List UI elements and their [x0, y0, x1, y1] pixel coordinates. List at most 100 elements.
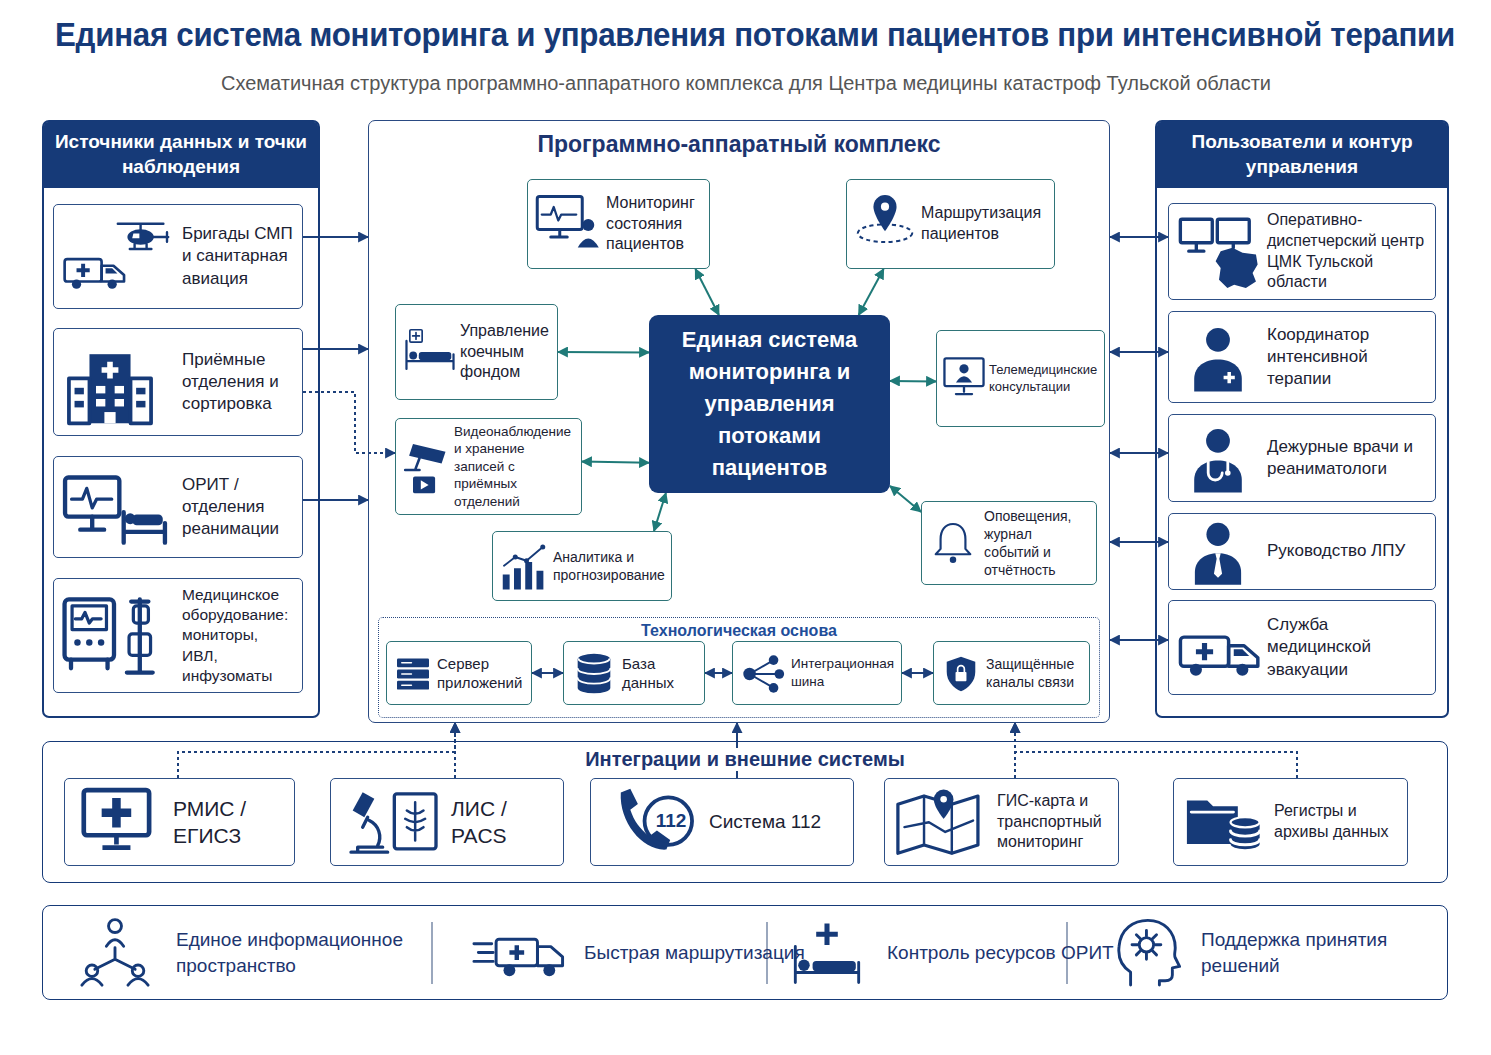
node-label: Телемедицинские консультации [989, 362, 1098, 396]
text-area: Интеграции и внешние системы [43, 748, 1447, 771]
text-area: Система 112 [709, 782, 847, 862]
entity-box: Руководство ЛПУ [1168, 513, 1436, 590]
pdoc-icon [1183, 421, 1253, 497]
text-area: Аналитика и прогнозирование [553, 535, 665, 597]
ptie-icon [1183, 518, 1253, 586]
text-area: Координатор интенсивной терапии [1267, 315, 1429, 399]
module-box: Сервер приложений [386, 641, 532, 705]
icu-icon [60, 471, 170, 547]
entity-box: Оперативно-диспетчерский центр ЦМК Тульс… [1168, 203, 1436, 300]
entity-box: Бригады СМП и санитарная авиация [53, 204, 303, 309]
integration-band: Интеграции и внешние системыРМИС / ЕГИСЗ… [42, 741, 1448, 883]
entity-box: ГИС-карта и транспортный мониторинг [884, 778, 1119, 866]
module-box: Маршрутизация пациентов [846, 179, 1055, 269]
group-heading: Технологическая основа [635, 622, 843, 640]
connector [1110, 541, 1168, 543]
page-title: Единая система мониторинга и управления … [55, 16, 1455, 54]
node-label: Система 112 [709, 810, 821, 835]
text-area: Единое информационное пространство [176, 912, 421, 993]
panel-heading: Источники данных и точки наблюдения [54, 130, 308, 179]
module-box: Интеграционная шина [732, 641, 902, 705]
module-box: База данных [563, 641, 705, 705]
connector [303, 236, 368, 238]
map-icon [893, 785, 991, 861]
module-box: Телемедицинские консультации [936, 330, 1105, 427]
node-label: Дежурные врачи и реаниматологи [1267, 436, 1429, 480]
node-label: Координатор интенсивной терапии [1267, 324, 1429, 390]
connector [558, 351, 649, 353]
entity-box: Регистры и архивы данных [1173, 778, 1408, 866]
connector [654, 493, 666, 531]
p112-icon [605, 785, 705, 861]
badge-number: 112 [647, 810, 695, 832]
lock-icon [940, 650, 982, 698]
equip-icon [60, 593, 168, 679]
amb-icon [62, 245, 128, 293]
pcross-icon [1183, 320, 1253, 396]
entity-box: РМИС / ЕГИСЗ [64, 778, 295, 866]
text-area: Телемедицинские консультации [989, 334, 1098, 423]
entity-box: ОРИТ / отделения реанимации [53, 456, 303, 558]
mon-icon [534, 192, 602, 252]
text-area: ЛИС / PACS [451, 782, 557, 862]
entity-box: Координатор интенсивной терапии [1168, 311, 1436, 403]
text-area: Сервер приложений [437, 645, 525, 701]
node-label: Маршрутизация пациентов [921, 203, 1048, 245]
text-area: Быстрая маршрутизация [584, 912, 829, 993]
node-label: Мониторинг состояния пациентов [606, 193, 703, 255]
text-area: Руководство ЛПУ [1267, 517, 1429, 586]
page-caption: Схематичная структура программно-аппарат… [221, 72, 1271, 95]
text-area: Оповещения, журнал событий и отчётность [984, 505, 1090, 581]
connector [1110, 452, 1168, 454]
connector [303, 348, 368, 350]
connector [1110, 639, 1168, 641]
benefit-label: Поддержка принятия решений [1201, 927, 1446, 978]
group-heading: Программно-аппаратный комплекс [531, 131, 946, 158]
node-label: ОРИТ / отделения реанимации [182, 474, 296, 540]
connector [902, 672, 933, 674]
connector [859, 269, 884, 315]
module-box: Защищённые каналы связи [933, 641, 1090, 705]
tech-group: Технологическая основаСервер приложений Б… [378, 617, 1100, 718]
desk-icon [1177, 214, 1261, 290]
tele-icon [941, 355, 987, 401]
node-label: База данных [622, 654, 698, 693]
module-box: Видеонаблюдение и хранение записей с при… [395, 418, 582, 515]
node-label: ЛИС / PACS [451, 795, 557, 850]
group-panel: Пользователи и контур управленияОператив… [1155, 120, 1449, 718]
text-area: Единая система мониторинга и управления … [659, 318, 880, 490]
module-box: Аналитика и прогнозирование [492, 531, 672, 601]
text-area: Бригады СМП и санитарная авиация [182, 208, 296, 305]
node-label: Медицинское оборудование: мониторы, ИВЛ,… [182, 585, 296, 686]
node-label: Служба медицинской эвакуации [1267, 614, 1429, 680]
entity-box: Медицинское оборудование: мониторы, ИВЛ,… [53, 578, 303, 693]
node-label: Регистры и архивы данных [1274, 801, 1401, 843]
head-icon [1109, 916, 1181, 988]
node-label: Видеонаблюдение и хранение записей с при… [454, 423, 575, 511]
net-icon [79, 916, 151, 988]
text-area: ОРИТ / отделения реанимации [182, 460, 296, 554]
node-label: Оперативно-диспетчерский центр ЦМК Тульс… [1267, 210, 1429, 293]
text-area: Защищённые каналы связи [986, 645, 1083, 701]
text-area: Приёмные отделения и сортировка [182, 332, 296, 432]
text-area: База данных [622, 645, 698, 701]
connector [1110, 236, 1168, 238]
node-label: Интеграционная шина [791, 655, 895, 690]
bell-icon [926, 516, 980, 572]
node-label: Оповещения, журнал событий и отчётность [984, 507, 1090, 580]
node-label: Приёмные отделения и сортировка [182, 349, 296, 415]
group-heading: Интеграции и внешние системы [579, 748, 911, 771]
node-label: ГИС-карта и транспортный мониторинг [997, 791, 1112, 853]
pin-icon [851, 190, 919, 256]
module-box: Оповещения, журнал событий и отчётность [921, 501, 1097, 585]
chart-icon [499, 540, 549, 594]
text-area: Управление коечным фондом [460, 308, 551, 396]
entity-box: Служба медицинской эвакуации [1168, 600, 1436, 695]
text-area: Медицинское оборудование: мониторы, ИВЛ,… [182, 582, 296, 689]
node-label: Руководство ЛПУ [1267, 540, 1405, 562]
text-area: Маршрутизация пациентов [921, 183, 1048, 265]
benefit-label: Быстрая маршрутизация [584, 940, 805, 966]
db-icon [570, 650, 618, 698]
server-icon [393, 652, 433, 696]
cam-icon [400, 433, 452, 503]
